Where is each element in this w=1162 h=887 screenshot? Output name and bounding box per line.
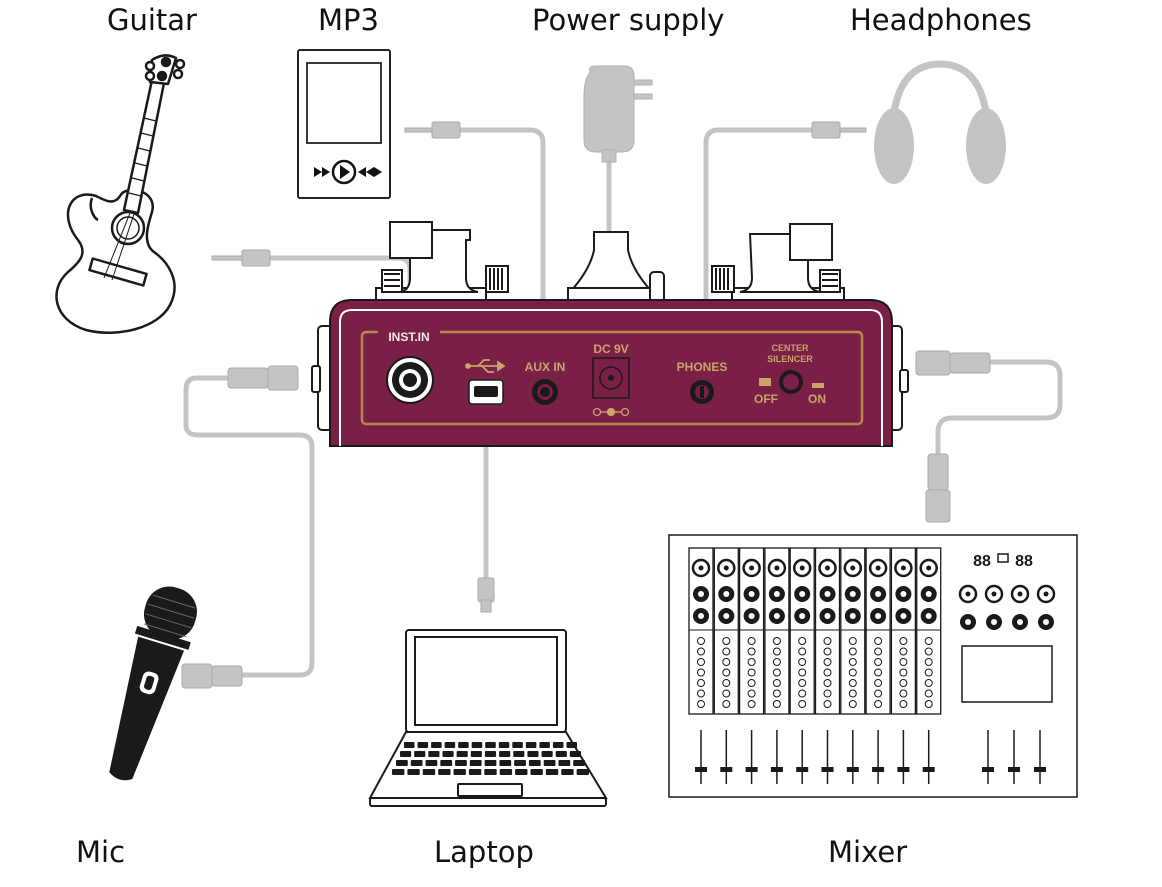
mic-xlr-top bbox=[227, 365, 299, 391]
mp3-plug bbox=[404, 121, 461, 139]
mixer-channel-strip bbox=[840, 547, 866, 784]
phones-label: PHONES bbox=[677, 360, 728, 374]
silencer-switch bbox=[759, 370, 824, 394]
mp3-label: MP3 bbox=[318, 3, 379, 37]
silencer-line2-label: SILENCER bbox=[767, 354, 813, 364]
guitar-icon bbox=[55, 54, 186, 334]
mixer-channel-strip bbox=[764, 547, 790, 784]
mic-cable bbox=[183, 375, 315, 678]
dc-jack bbox=[592, 357, 630, 417]
mic-xlr-bottom bbox=[181, 663, 243, 689]
phones-jack bbox=[690, 380, 714, 404]
on-label: ON bbox=[808, 392, 826, 406]
mixer-channels bbox=[688, 547, 942, 784]
mixer-channel-strip bbox=[890, 547, 917, 784]
off-label: OFF bbox=[754, 392, 778, 406]
silencer-line1-label: CENTER bbox=[771, 343, 809, 353]
mixer-channel-strip bbox=[789, 547, 815, 784]
headphones-icon bbox=[874, 60, 1006, 184]
mp3-cable bbox=[457, 127, 546, 348]
mp3-player-icon bbox=[297, 49, 391, 199]
mixer-xlr-bottom bbox=[925, 453, 951, 523]
cable-plugs bbox=[181, 121, 991, 689]
mixer-label: Mixer bbox=[828, 835, 908, 869]
power-adapter-icon bbox=[583, 65, 653, 163]
dc-label: DC 9V bbox=[593, 342, 628, 356]
svg-text:88: 88 bbox=[973, 553, 991, 570]
aux-in-label: AUX IN bbox=[525, 360, 566, 374]
pedal-top-hardware bbox=[375, 221, 845, 305]
inst-in-jack bbox=[386, 356, 434, 404]
usb-plug bbox=[477, 577, 495, 613]
mixer-xlr-top bbox=[915, 350, 991, 376]
mixer-channel-strip bbox=[738, 547, 765, 784]
guitar-label: Guitar bbox=[107, 3, 197, 37]
aux-in-jack bbox=[532, 379, 558, 405]
mixer-channel-strip bbox=[916, 547, 942, 784]
mixer-cable bbox=[935, 359, 1063, 459]
laptop-keyboard bbox=[392, 742, 589, 775]
mixer-channel-strip bbox=[688, 547, 714, 784]
cables bbox=[183, 127, 1063, 678]
headphones-cable bbox=[703, 127, 815, 348]
usb-port bbox=[468, 379, 504, 405]
laptop-label: Laptop bbox=[434, 835, 534, 869]
mixer-channel-strip bbox=[814, 547, 841, 784]
panel-jacks bbox=[386, 356, 824, 417]
mixer-channel-strip bbox=[865, 547, 891, 784]
mixer-icon: 88 88 bbox=[668, 534, 1078, 798]
inst-in-label: INST.IN bbox=[388, 330, 429, 344]
pedal-device bbox=[311, 221, 909, 447]
headphones-plug bbox=[811, 121, 867, 139]
mixer-channel-strip bbox=[713, 547, 739, 784]
power-supply-label: Power supply bbox=[532, 3, 725, 37]
microphone-icon bbox=[109, 586, 197, 781]
usb-icon bbox=[465, 359, 506, 373]
svg-text:88: 88 bbox=[1015, 553, 1033, 570]
mixer-master-section: 88 88 bbox=[958, 553, 1056, 784]
mic-label: Mic bbox=[76, 835, 126, 869]
headphones-label: Headphones bbox=[850, 3, 1032, 37]
guitar-plug bbox=[211, 249, 271, 267]
laptop-icon bbox=[368, 629, 608, 807]
panel-labels: INST.IN AUX IN DC 9V PHONES CENTER SILEN… bbox=[378, 328, 826, 406]
